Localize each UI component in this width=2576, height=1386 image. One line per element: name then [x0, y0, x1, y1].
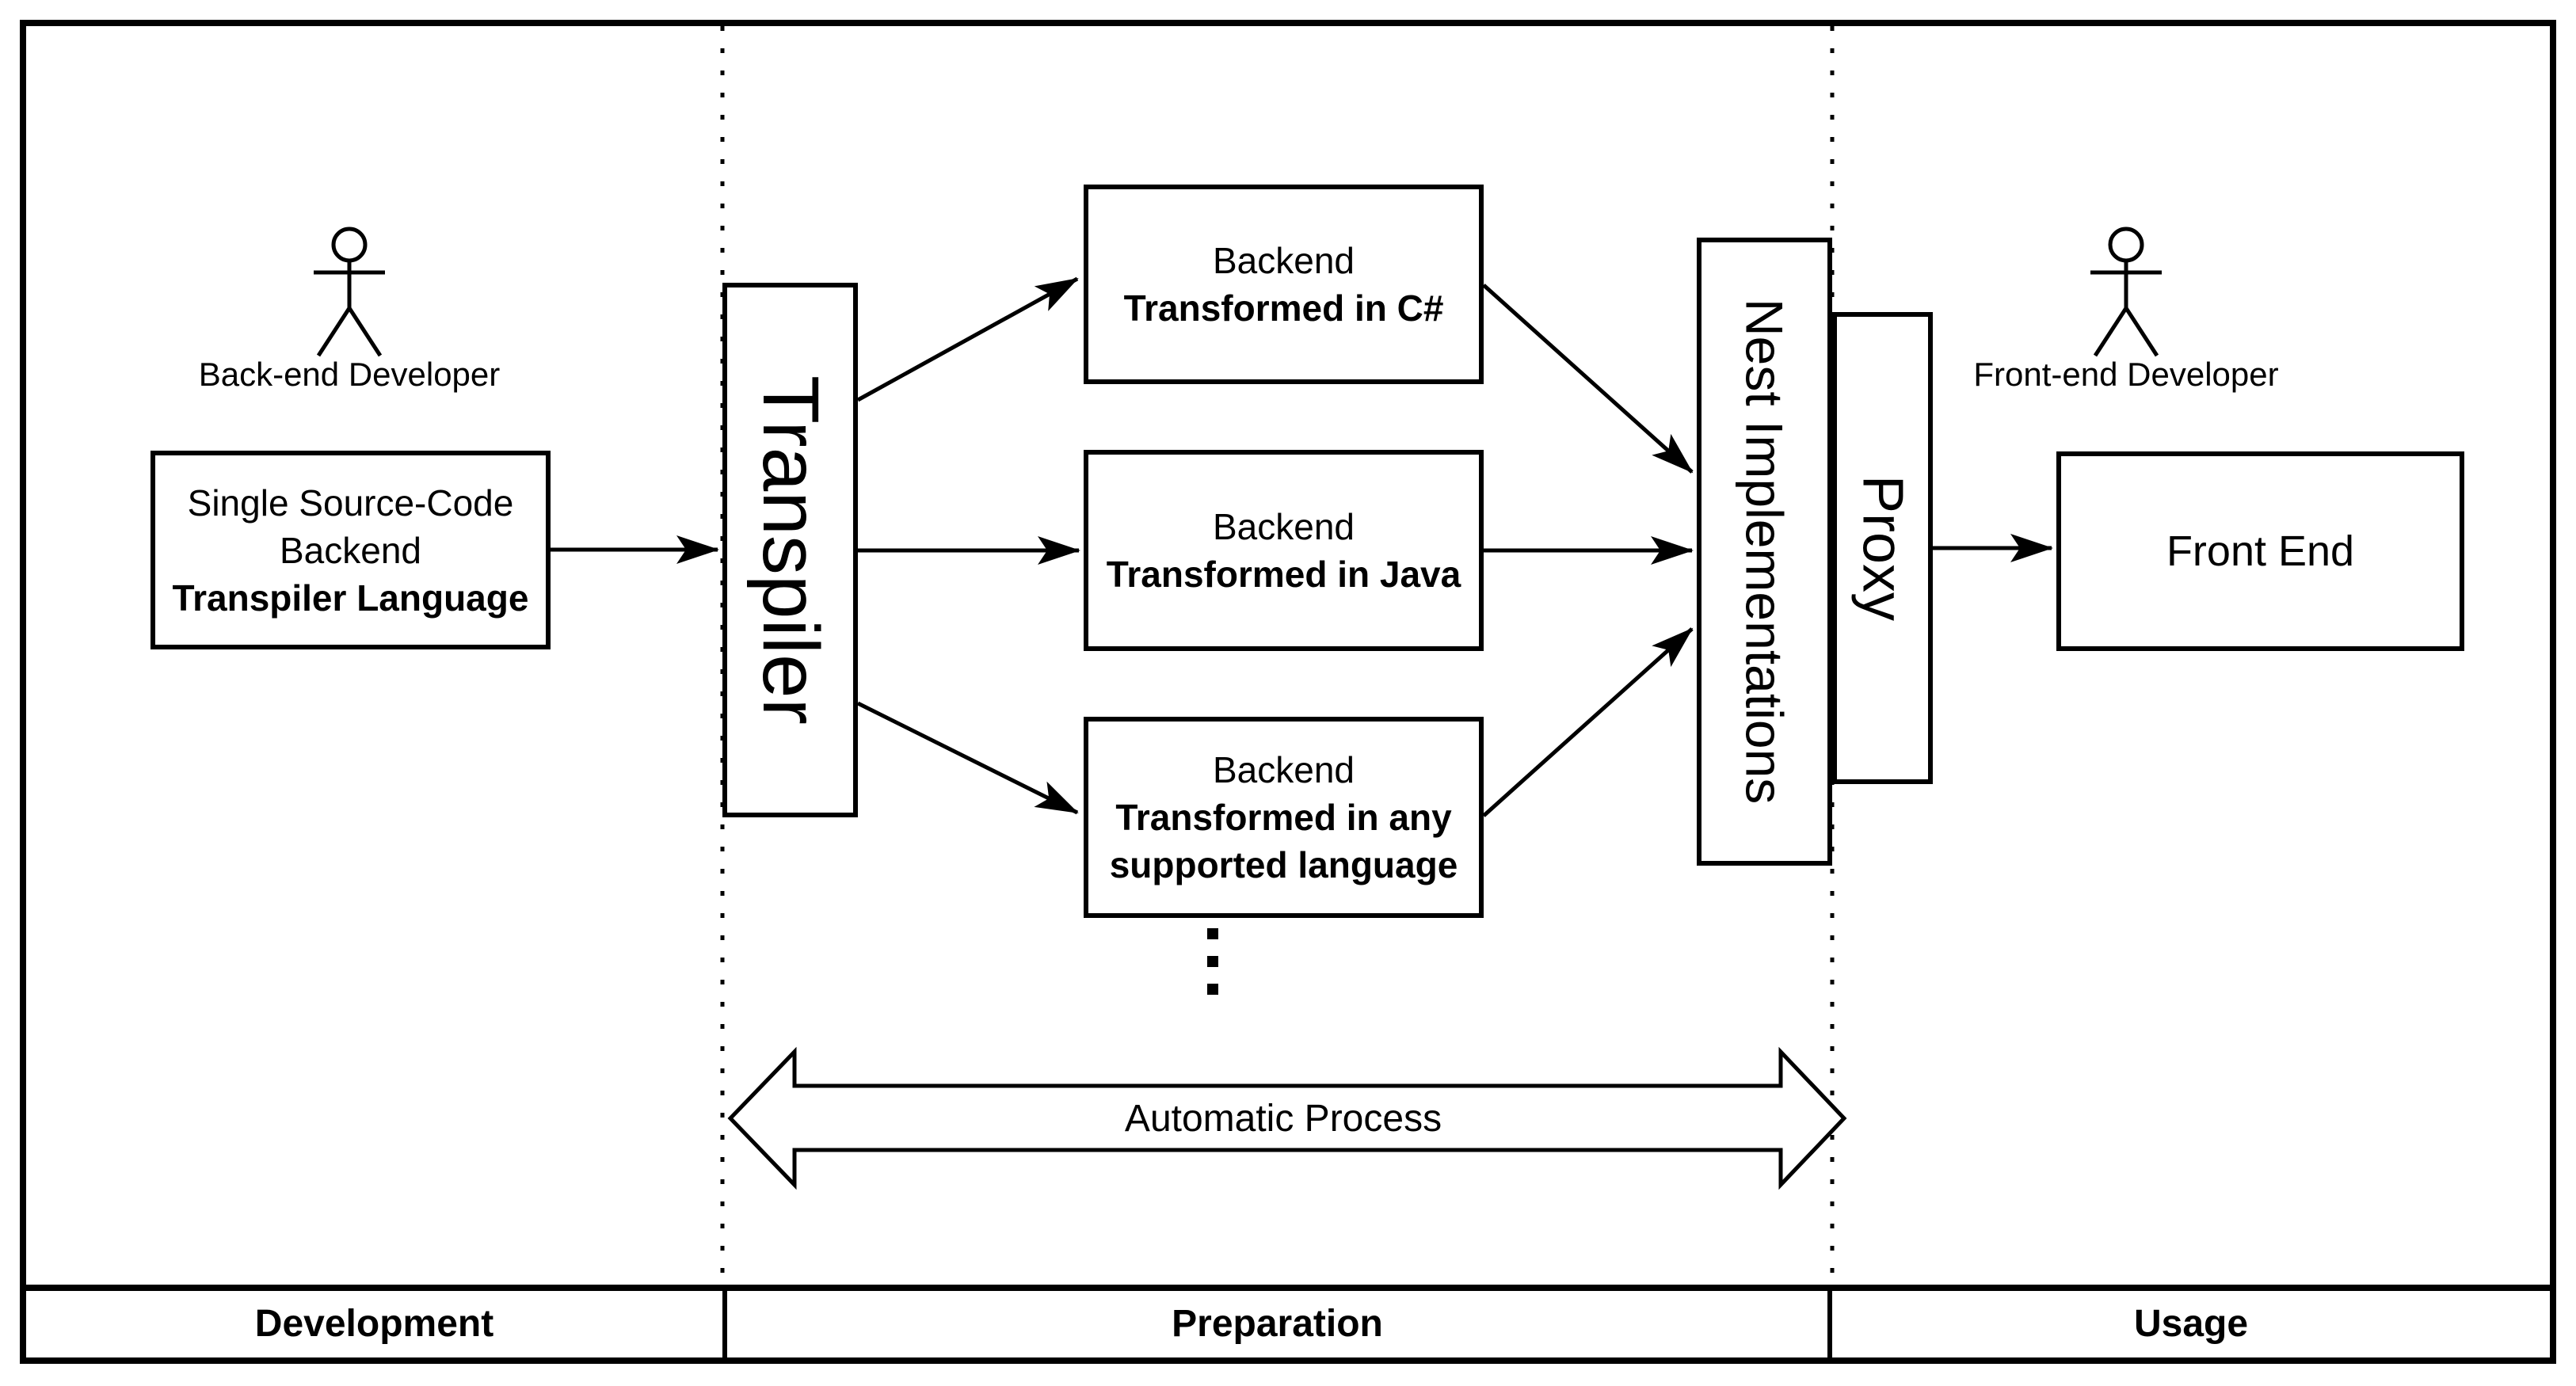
front-end-box: Front End	[2056, 451, 2464, 651]
backend-any-line1: Backend	[1212, 749, 1355, 790]
diagram-border	[20, 20, 2556, 1364]
proxy-label: Proxy	[1850, 474, 1915, 622]
arrow-transpiler-to-csharp	[856, 276, 1079, 402]
backend-csharp-box: Backend Transformed in C#	[1084, 185, 1484, 384]
lane-label-development: Development	[254, 1303, 494, 1345]
backend-developer-actor-icon	[314, 227, 385, 357]
source-box-line1: Single Source-Code	[187, 482, 514, 524]
source-box-line2: Backend	[279, 529, 421, 571]
nest-implementations-box: Nest Implementations	[1697, 238, 1832, 866]
backend-java-line2: Transformed in Java	[1106, 554, 1461, 595]
automatic-process-label: Automatic Process	[1124, 1098, 1442, 1140]
arrow-any-to-nest	[1482, 627, 1694, 817]
single-source-code-backend-box: Single Source-Code Backend Transpiler La…	[151, 451, 551, 649]
backend-csharp-line2: Transformed in C#	[1123, 287, 1444, 329]
proxy-box: Proxy	[1832, 312, 1933, 784]
backend-csharp-line1: Backend	[1212, 240, 1355, 281]
transpiler-label: Transpiler	[746, 375, 835, 725]
frontend-developer-actor-icon	[2090, 227, 2162, 357]
lane-label-usage: Usage	[2133, 1303, 2249, 1345]
backend-any-line3: supported language	[1109, 844, 1458, 885]
lane-label-preparation: Preparation	[722, 1291, 1832, 1357]
double-arrow-icon	[727, 1046, 1847, 1190]
backend-any-line2: Transformed in any	[1115, 797, 1452, 838]
source-box-line3: Transpiler Language	[172, 577, 529, 619]
frontend-developer-caption: Front-end Developer	[1973, 356, 2279, 393]
transpiler-box: Transpiler	[722, 283, 858, 817]
backend-java-line1: Backend	[1212, 506, 1355, 547]
front-end-label: Front End	[2166, 527, 2355, 575]
arrow-csharp-to-nest	[1482, 284, 1694, 474]
backend-java-box: Backend Transformed in Java	[1084, 450, 1484, 651]
nest-implementations-label: Nest Implementations	[1735, 299, 1794, 805]
arrow-transpiler-to-any	[856, 701, 1079, 815]
ellipsis-icon	[1207, 928, 1218, 995]
backend-developer-caption: Back-end Developer	[198, 356, 501, 393]
backend-any-box: Backend Transformed in any supported lan…	[1084, 717, 1484, 918]
lane-band: Development Preparation Usage	[26, 1285, 2550, 1364]
